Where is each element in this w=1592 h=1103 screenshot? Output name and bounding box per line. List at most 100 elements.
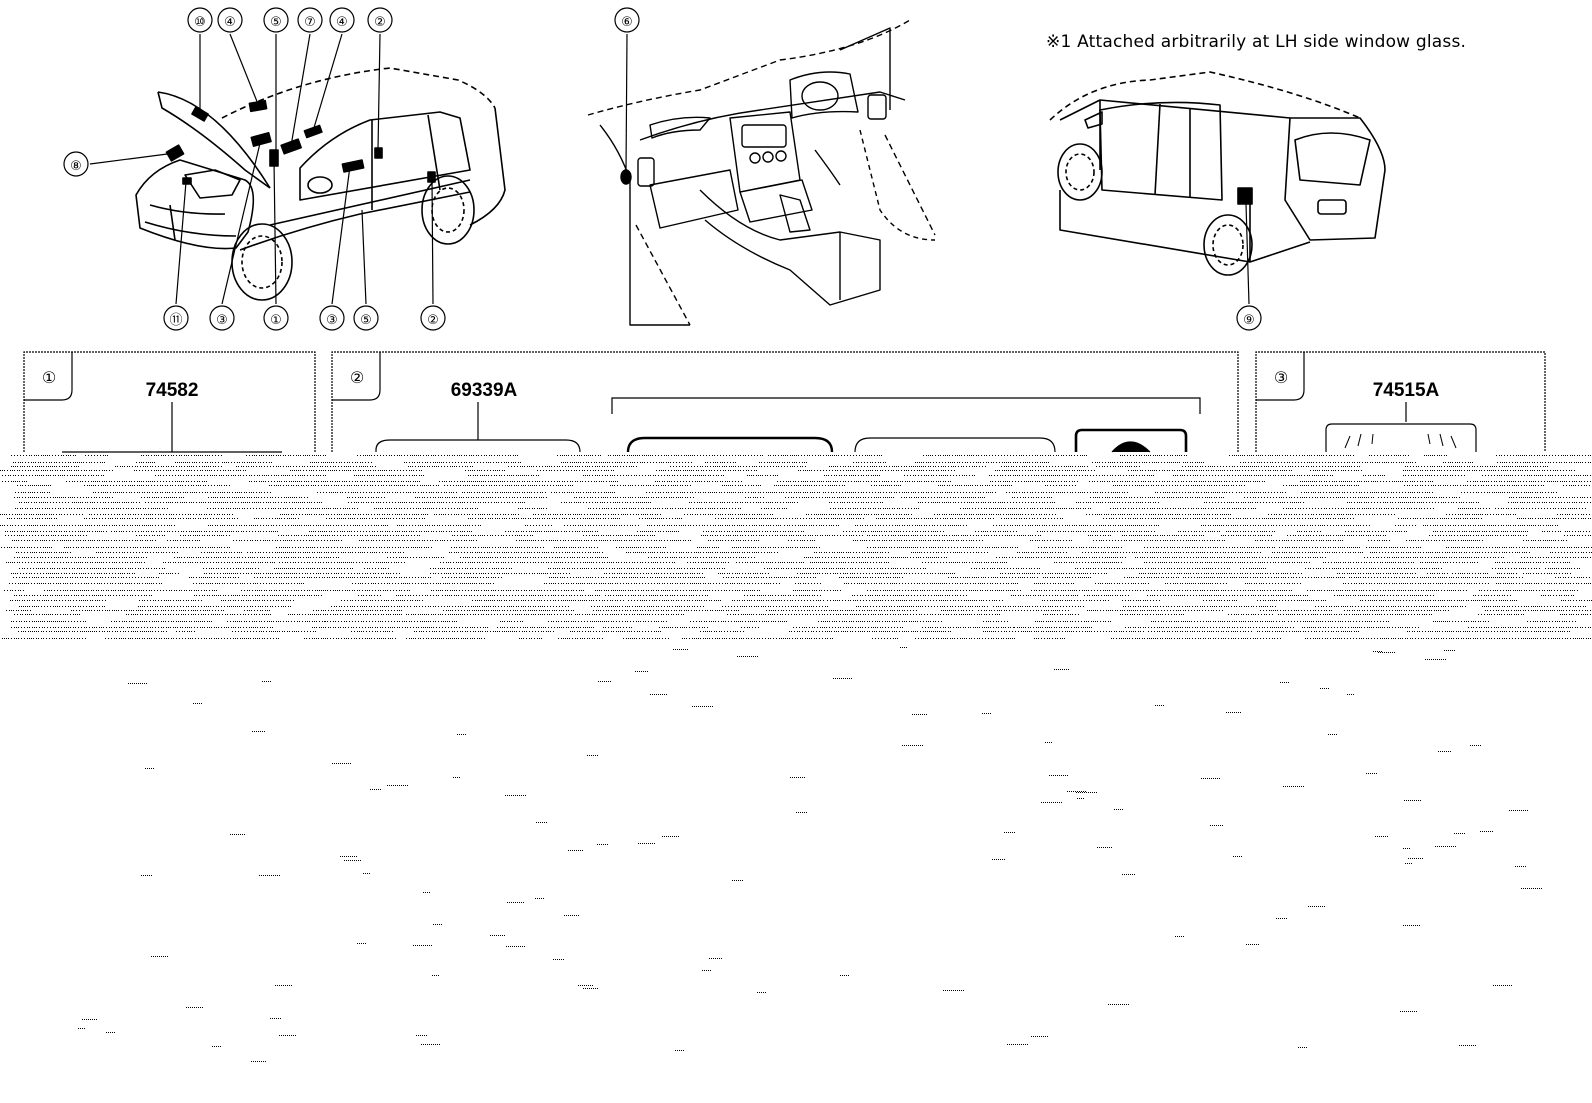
noise-dot [477,475,478,476]
noise-dot [1268,470,1269,471]
noise-dot [362,497,363,498]
noise-dot [1443,485,1444,486]
noise-dot [913,466,914,467]
noise-dot [1125,462,1126,463]
noise-dot [1044,481,1045,482]
noise-dot [587,466,588,467]
noise-dot [1041,470,1042,471]
noise-dot [1582,455,1583,456]
noise-dot [394,455,395,456]
noise-dot [795,481,796,482]
noise-dot [408,481,409,482]
noise-dot [557,470,558,471]
noise-dot [1319,462,1320,463]
noise-dot [863,492,864,493]
noise-dot [74,481,75,482]
noise-dot [1000,481,1001,482]
noise-dot [477,481,478,482]
noise-dot [1437,455,1438,456]
noise-dot [1445,475,1446,476]
noise-dot [1295,462,1296,463]
noise-dot [1437,475,1438,476]
noise-dot [750,502,751,503]
noise-dot [1521,497,1522,498]
noise-dot [478,455,479,456]
noise-dot [1189,481,1190,482]
noise-dot [1046,462,1047,463]
noise-dot [921,462,922,463]
noise-dot [1455,466,1456,467]
noise-dot [1187,462,1188,463]
noise-dot [597,475,598,476]
noise-dot [234,497,235,498]
noise-dot [359,466,360,467]
noise-dot [1363,475,1364,476]
noise-dot [1268,492,1269,493]
noise-dot [509,485,510,486]
noise-dot [492,481,493,482]
noise-dot [1282,455,1283,456]
noise-dot [788,485,789,486]
noise-dot [682,466,683,467]
noise-dot [596,462,597,463]
noise-dot [599,475,600,476]
noise-dot [1295,466,1296,467]
noise-dot [55,470,56,471]
noise-dot [1011,466,1012,467]
noise-dot [539,485,540,486]
noise-dot [386,470,387,471]
noise-dot [794,502,795,503]
noise-dot [161,455,162,456]
noise-dot [859,455,860,456]
noise-dot [701,481,702,482]
noise-dot [1534,455,1535,456]
noise-dot [921,497,922,498]
noise-dot [1421,497,1422,498]
noise-dot [820,455,821,456]
noise-dot [906,470,907,471]
noise-dot [712,492,713,493]
noise-dot [682,492,683,493]
noise-dot [1260,492,1261,493]
noise-dot [126,492,127,493]
noise-dot [33,470,34,471]
noise-dot [1335,492,1336,493]
noise-dot [1354,466,1355,467]
noise-dot [101,485,102,486]
noise-dot [1266,466,1267,467]
noise-dot [132,466,133,467]
noise-dot [1371,455,1372,456]
noise-dot [1047,475,1048,476]
noise-dot [415,497,416,498]
noise-dot [1158,462,1159,463]
noise-dot [1172,492,1173,493]
noise-dot [1184,475,1185,476]
noise-dot [1472,470,1473,471]
noise-dot [791,497,792,498]
noise-dot [341,462,342,463]
noise-dot [1420,475,1421,476]
noise-dot [74,470,75,471]
noise-dot [1045,485,1046,486]
noise-dot [292,475,293,476]
noise-dot [451,492,452,493]
noise-dot [1499,475,1500,476]
noise-dot [36,497,37,498]
noise-dot [1104,475,1105,476]
noise-dot [1299,455,1300,456]
noise-dot [146,462,147,463]
noise-dot [365,466,366,467]
noise-dot [1273,475,1274,476]
noise-dot [1462,462,1463,463]
noise-dot [66,455,67,456]
noise-dot [1022,466,1023,467]
noise-dot [258,497,259,498]
noise-dot [1129,462,1130,463]
noise-dot [278,497,279,498]
noise-dot [305,455,306,456]
noise-dot [503,497,504,498]
noise-dot [1452,462,1453,463]
noise-dot [121,492,122,493]
noise-dot [1244,492,1245,493]
noise-dot [1507,470,1508,471]
